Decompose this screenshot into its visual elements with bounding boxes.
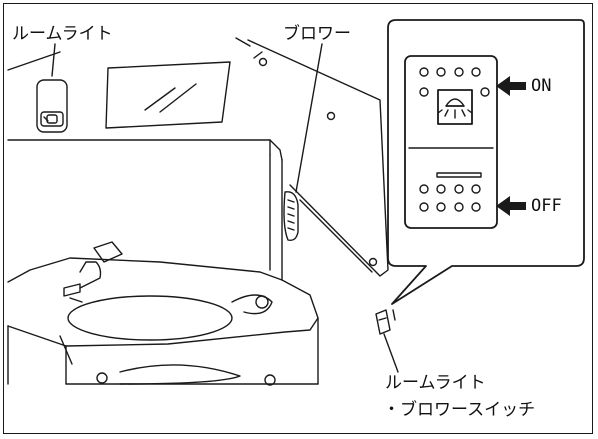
on-arrow (496, 76, 526, 96)
side-panel (247, 39, 389, 277)
cabin-wall-lines (7, 37, 283, 281)
indicator-dots (419, 67, 490, 212)
figure-frame (3, 3, 593, 434)
room-light-fixture (36, 79, 68, 133)
on-label: ON (531, 76, 552, 96)
blower-leader (295, 43, 323, 193)
callout-bubble (387, 19, 585, 305)
rocker-switch (404, 55, 498, 229)
blower-vent (283, 191, 299, 242)
off-arrow (496, 196, 526, 216)
switch-label-line1: ルームライト (385, 373, 486, 393)
room-light-label: ルームライト (12, 24, 113, 44)
blower-label: ブロワー (283, 24, 351, 44)
wall-switch (375, 309, 396, 335)
faucet (63, 241, 123, 303)
switch-label-line2: ・ブロワースイッチ (383, 400, 536, 420)
off-label: OFF (531, 196, 562, 216)
sink-counter (7, 257, 319, 386)
switch-leader (383, 333, 399, 373)
window (105, 61, 231, 129)
room-light-leader (51, 43, 56, 77)
